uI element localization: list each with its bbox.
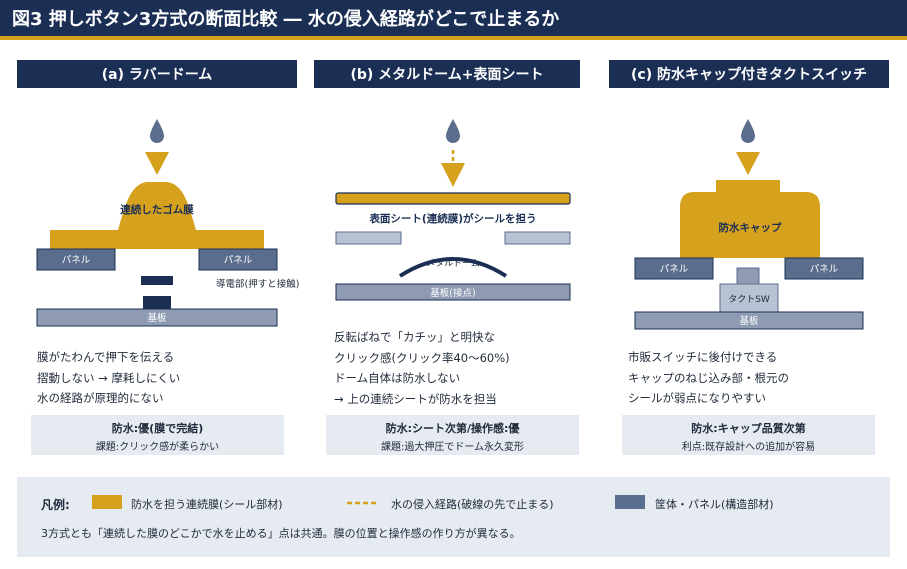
- legend-membrane-label: 防水を担う連続膜(シール部材): [131, 498, 283, 511]
- rubber-membrane: [50, 182, 264, 249]
- board-label: 基板(接点): [430, 287, 475, 299]
- dome-label: メタルドーム: [426, 258, 480, 269]
- water-path-arrow: [145, 152, 169, 175]
- waterproof-cap: [680, 180, 820, 258]
- column-a-summary: 防水:優(膜で完結) 課題:クリック感が柔らかい: [31, 415, 284, 455]
- desc-line: ドーム自体は防水しない: [334, 371, 461, 385]
- desc-line: 摺動しない → 摩耗しにくい: [37, 370, 181, 385]
- legend-membrane-swatch: [92, 495, 122, 509]
- legend-water-path-swatch: [347, 501, 377, 505]
- legend: 凡例: 防水を担う連続膜(シール部材) 水の侵入経路(破線の先で止まる) 筐体・…: [17, 477, 890, 557]
- title-accent-line: [0, 36, 907, 40]
- column-b-header: (b) メタルドーム+表面シート: [314, 60, 580, 88]
- board: [36, 308, 278, 327]
- panel-left-label: パネル: [660, 264, 689, 275]
- panel-right: [784, 257, 864, 280]
- summary-title: 防水:キャップ品質次第: [691, 422, 806, 435]
- water-drop-icon: [150, 119, 164, 143]
- desc-line: 反転ばねで「カチッ」と明快な: [334, 330, 495, 344]
- legend-note: 3方式とも「連続した膜のどこかで水を止める」点は共通。膜の位置と操作感の作り方が…: [41, 527, 521, 540]
- board-contact: [143, 296, 171, 309]
- summary-subtitle: 課題:クリック感が柔らかい: [95, 442, 220, 453]
- summary-title: 防水:優(膜で完結): [111, 422, 204, 435]
- summary-title: 防水:シート次第/操作感:優: [385, 422, 520, 435]
- panel-left: [634, 257, 714, 280]
- panel-right-label: パネル: [224, 255, 253, 266]
- page-title: 図3 押しボタン3方式の断面比較 ― 水の侵入経路がどこで止まるか: [12, 9, 560, 30]
- column-c-header: (c) 防水キャップ付きタクトスイッチ: [609, 60, 889, 88]
- spacer-left: [335, 231, 402, 245]
- membrane-label: 連続したゴム膜: [120, 203, 194, 216]
- column-c-description: 市販スイッチに後付けできる キャップのねじ込み部・根元の シールが弱点になりやす…: [628, 347, 789, 409]
- column-a-header: (a) ラバードーム: [17, 60, 297, 88]
- water-drop-icon: [741, 119, 755, 143]
- tact-switch-body: [719, 283, 779, 313]
- sheet-label: 表面シート(連続膜)がシールを担う: [368, 212, 536, 225]
- column-a-description: 膜がたわんで押下を伝える 摺動しない → 摩耗しにくい 水の経路が原理的にない: [37, 347, 180, 409]
- legend-water-path-label: 水の侵入経路(破線の先で止まる): [391, 498, 554, 511]
- desc-line: 水の経路が原理的にない: [37, 391, 164, 405]
- board: [634, 311, 864, 330]
- cap-label: 防水キャップ: [719, 221, 782, 234]
- conductor-pad: [141, 276, 173, 285]
- diagram-rubber-dome: 連続したゴム膜 パネル パネル 導電部(押すと接触) 基板: [36, 119, 299, 327]
- column-b-description: 反転ばねで「カチッ」と明快な クリック感(クリック率40〜60%) ドーム自体は…: [334, 327, 510, 409]
- board: [335, 283, 571, 301]
- switch-plunger: [736, 267, 760, 285]
- summary-subtitle: 利点:既存設計への追加が容易: [681, 442, 816, 453]
- panel-right: [198, 248, 278, 271]
- desc-line: 市販スイッチに後付けできる: [628, 350, 778, 364]
- desc-line: クリック感(クリック率40〜60%): [334, 350, 510, 365]
- water-path-arrow: [736, 152, 760, 175]
- conductor-label: 導電部(押すと接触): [216, 278, 299, 290]
- diagram-metal-dome: 表面シート(連続膜)がシールを担う メタルドーム 基板(接点): [335, 119, 571, 301]
- panel-left-label: パネル: [62, 255, 91, 266]
- title-bar: 図3 押しボタン3方式の断面比較 ― 水の侵入経路がどこで止まるか: [0, 0, 907, 36]
- board-label: 基板: [147, 312, 167, 324]
- legend-title: 凡例:: [41, 498, 70, 512]
- panel-right-label: パネル: [810, 264, 839, 275]
- column-c-summary: 防水:キャップ品質次第 利点:既存設計への追加が容易: [622, 415, 875, 455]
- column-b-summary: 防水:シート次第/操作感:優 課題:過大押圧でドーム永久変形: [326, 415, 579, 455]
- desc-line: 膜がたわんで押下を伝える: [37, 350, 175, 364]
- switch-label: タクトSW: [728, 294, 770, 305]
- water-path-arrow: [441, 163, 465, 187]
- surface-sheet: [335, 192, 571, 205]
- board-label: 基板: [739, 315, 759, 327]
- metal-dome: [398, 257, 508, 278]
- panel-left: [36, 248, 116, 271]
- legend-structure-label: 筐体・パネル(構造部材): [655, 498, 774, 511]
- spacer-right: [504, 231, 571, 245]
- desc-line: → 上の連続シートが防水を担当: [334, 391, 497, 406]
- desc-line: シールが弱点になりやすい: [628, 391, 766, 405]
- legend-structure-swatch: [615, 495, 645, 509]
- summary-subtitle: 課題:過大押圧でドーム永久変形: [380, 442, 525, 453]
- desc-line: キャップのねじ込み部・根元の: [628, 370, 789, 385]
- water-drop-icon: [446, 119, 460, 143]
- diagram-cap-switch: 防水キャップ パネル パネル タクトSW 基板: [634, 119, 864, 330]
